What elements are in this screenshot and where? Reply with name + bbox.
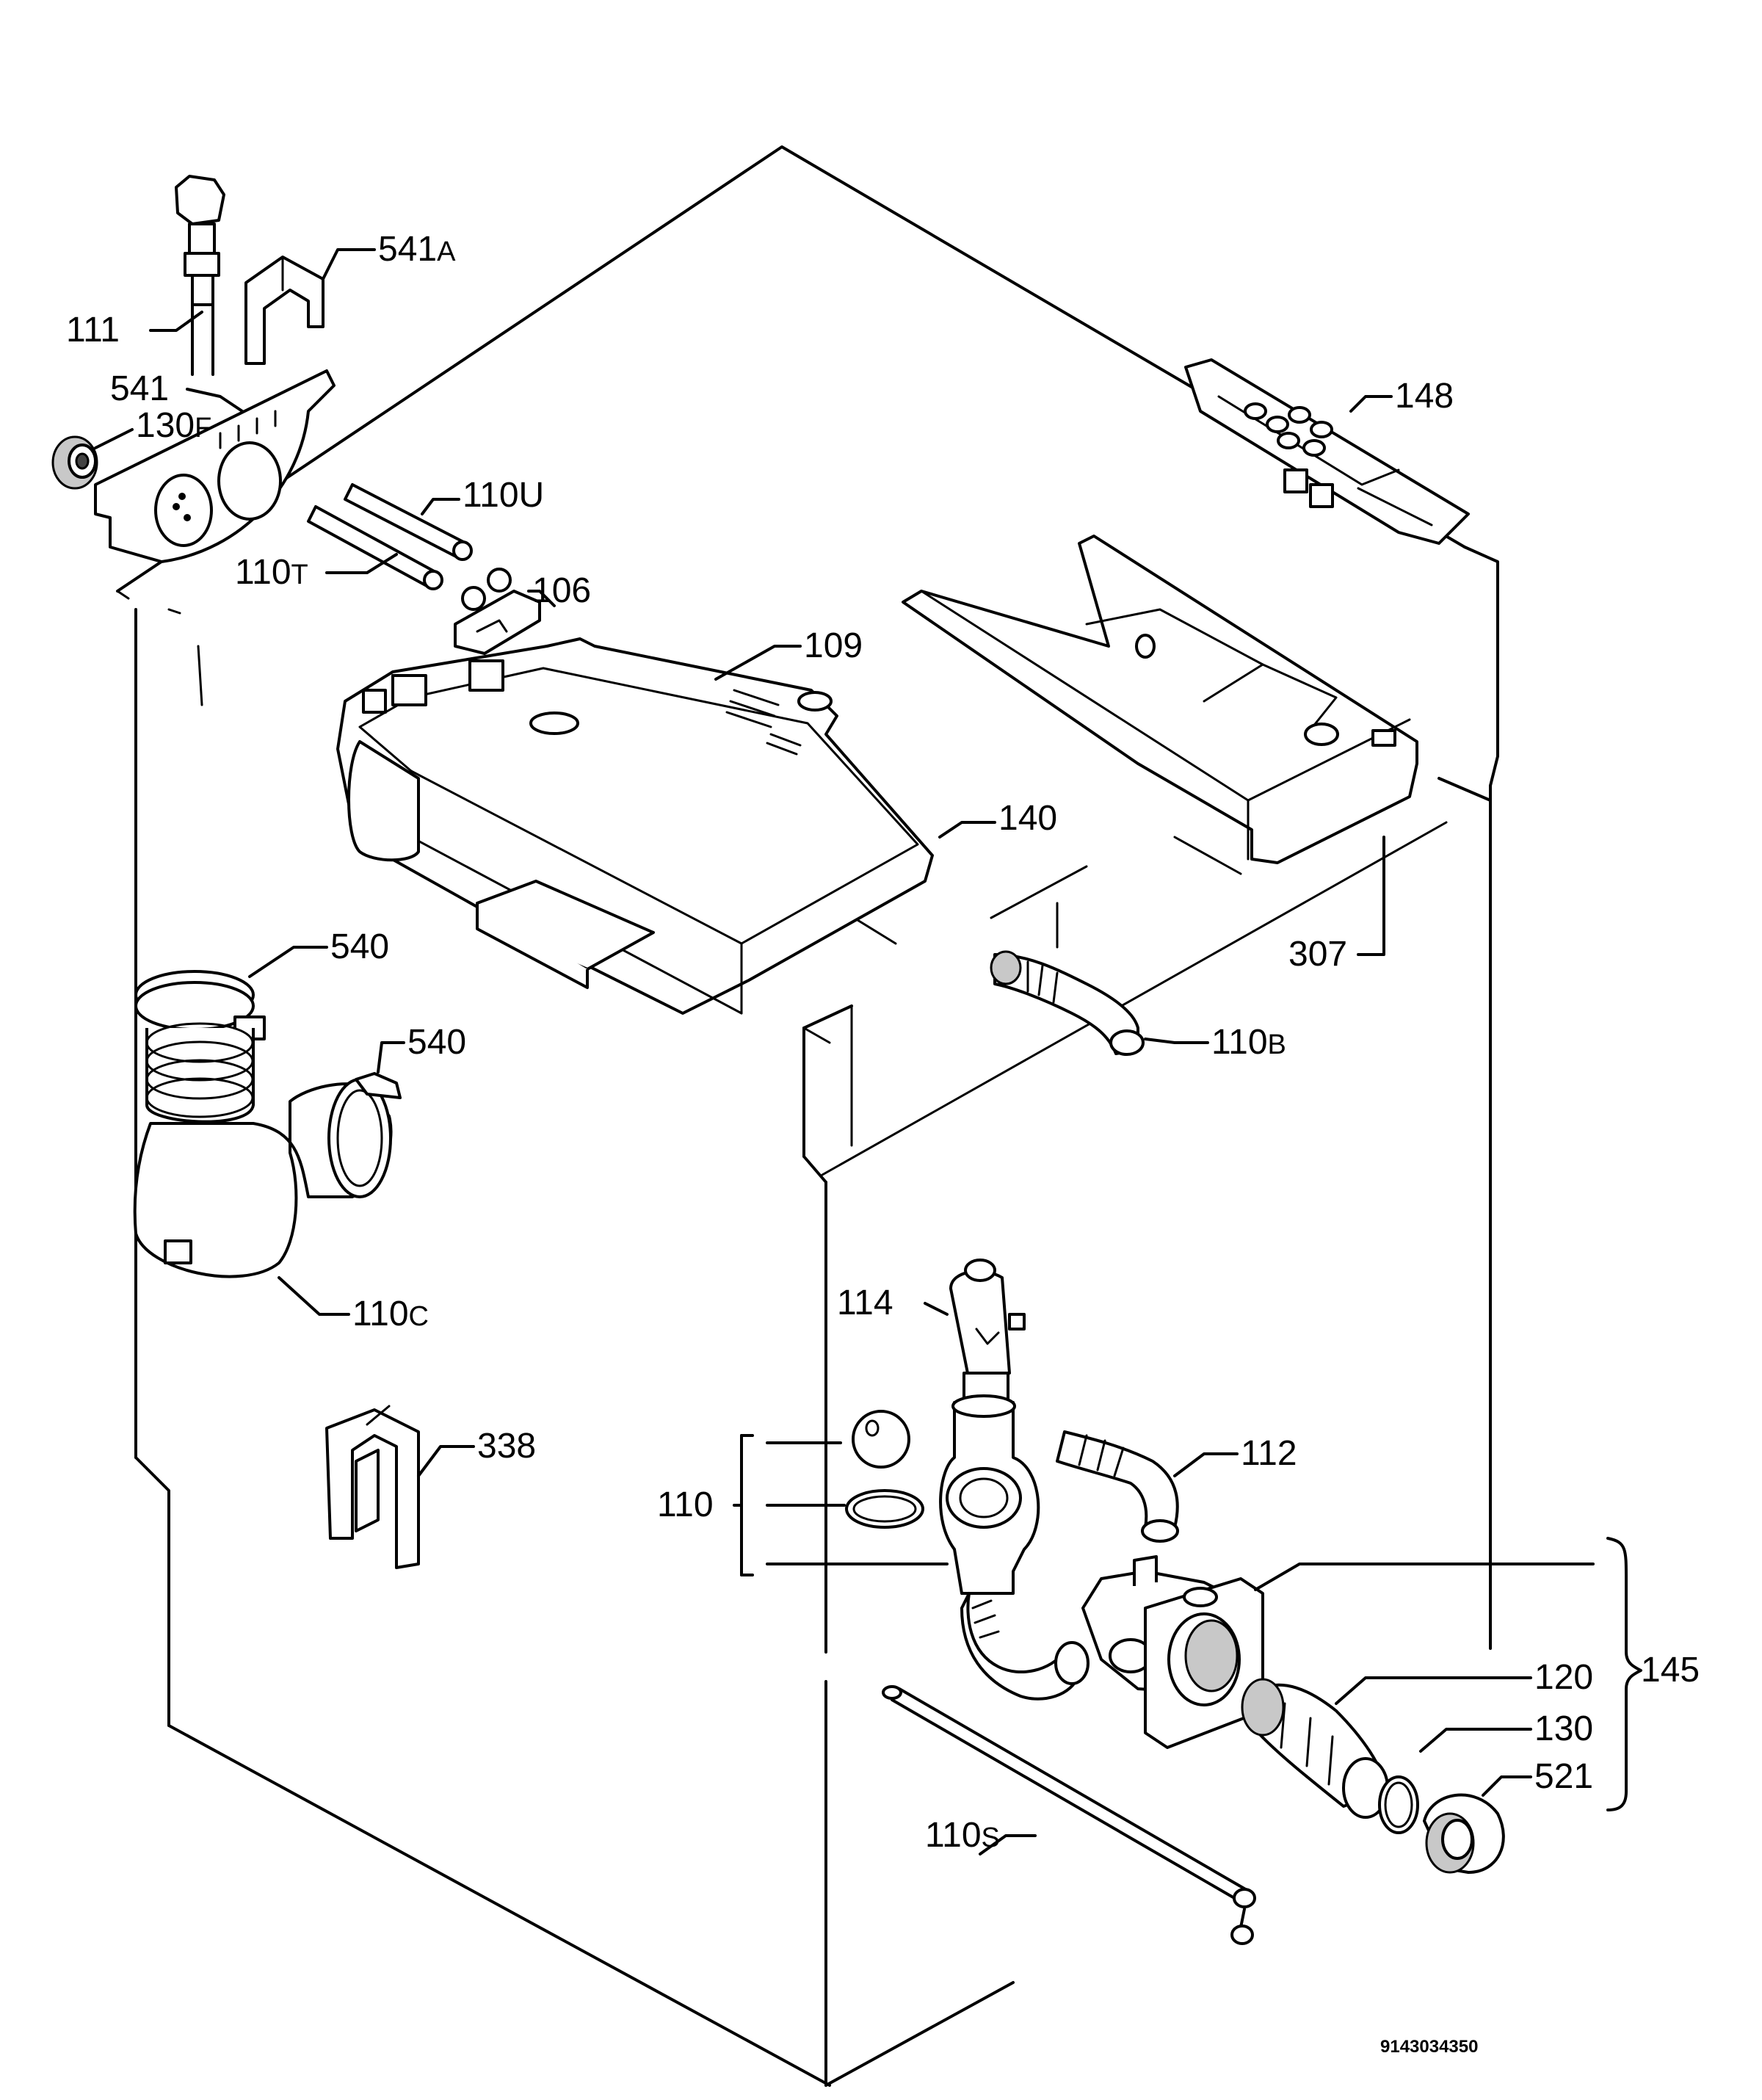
label-307: 307 [1288, 935, 1347, 974]
label-110: 110 [657, 1485, 714, 1524]
label-114: 114 [837, 1283, 893, 1322]
cap-521 [1423, 1793, 1505, 1874]
callout-labels: 111 541A 541 130F 110U 110T 106 109 148 … [66, 230, 1700, 2057]
label-112: 112 [1241, 1434, 1297, 1473]
o-ring-130 [1378, 1775, 1419, 1834]
front-panel-541 [94, 369, 336, 563]
label-541a: 541A [378, 230, 456, 269]
label-540-upper: 540 [330, 927, 389, 966]
label-130f: 130F [136, 406, 211, 445]
dispenser-housing-109-140 [336, 637, 934, 1015]
valve-106 [454, 568, 541, 655]
label-130: 130 [1534, 1709, 1593, 1748]
label-338: 338 [477, 1427, 536, 1466]
label-148: 148 [1395, 377, 1454, 416]
document-number: 9143034350 [1380, 2037, 1478, 2057]
label-521: 521 [1534, 1757, 1593, 1796]
label-140: 140 [998, 799, 1057, 838]
label-540-lower: 540 [407, 1023, 466, 1062]
sump-hose-110c [133, 970, 402, 1278]
pump-assembly-110 [845, 1394, 1090, 1701]
air-chamber-114 [949, 1259, 1026, 1404]
filter-120 [1241, 1678, 1389, 1819]
drawer-handle-148 [1184, 358, 1470, 545]
label-110u: 110U [463, 476, 544, 515]
elbow-hose-112 [1056, 1430, 1179, 1543]
label-109: 109 [804, 626, 863, 665]
cabinet-outline [116, 145, 1499, 2087]
plug-130f [51, 435, 98, 490]
label-541: 541 [110, 369, 169, 408]
label-120: 120 [1534, 1658, 1593, 1697]
label-110s: 110S [925, 1816, 1000, 1855]
label-110c: 110C [352, 1295, 429, 1333]
label-111: 111 [66, 311, 120, 350]
rod-110s [882, 1685, 1256, 1945]
label-145: 145 [1641, 1651, 1700, 1690]
label-106: 106 [532, 571, 591, 610]
clip-541a [244, 256, 325, 365]
detergent-drawer-307 [902, 535, 1418, 864]
tubes-110u-110t [307, 483, 473, 590]
label-110b: 110B [1211, 1023, 1286, 1062]
leader-lines [94, 248, 1642, 1855]
pump-housing-145 [1081, 1555, 1264, 1749]
bent-hose-110b [990, 950, 1145, 1056]
label-110t: 110T [235, 553, 308, 592]
inlet-hose-111 [175, 175, 225, 376]
clip-338 [325, 1405, 420, 1569]
